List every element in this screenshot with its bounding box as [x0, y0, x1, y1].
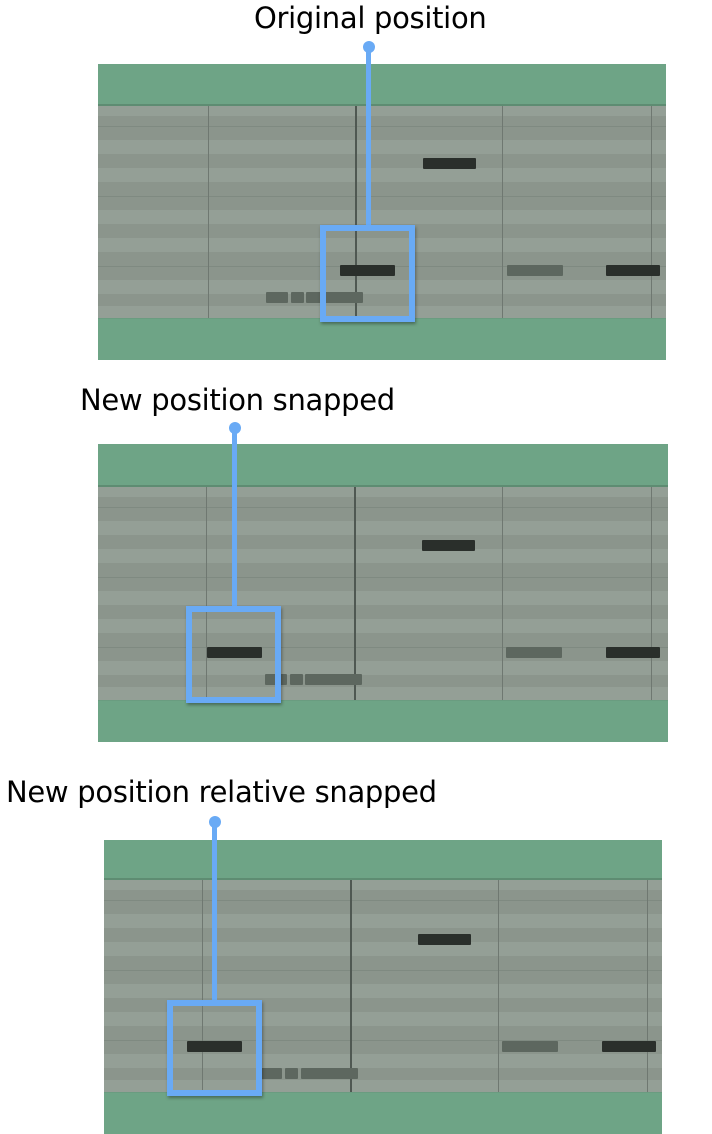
footer-band [98, 318, 666, 360]
footer-band [104, 1092, 662, 1134]
note[interactable] [301, 1068, 358, 1079]
selected-note[interactable] [207, 647, 262, 658]
note[interactable] [291, 292, 304, 303]
caption-original-position: Original position [254, 1, 487, 35]
caption-new-position-snapped: New position snapped [80, 383, 395, 417]
callout-highlight-box [320, 225, 415, 322]
callout-line [212, 822, 217, 1002]
note[interactable] [266, 292, 288, 303]
callout-line [366, 47, 371, 227]
caption-new-position-relative-snapped: New position relative snapped [6, 775, 437, 809]
note[interactable] [602, 1041, 656, 1052]
timeline-header [98, 64, 666, 106]
note[interactable] [306, 292, 363, 303]
note[interactable] [260, 1068, 282, 1079]
footer-band [98, 700, 668, 742]
selected-note[interactable] [340, 265, 395, 276]
piano-roll-relative-snapped [104, 840, 662, 1134]
note[interactable] [502, 1041, 558, 1052]
timeline-header [104, 840, 662, 880]
note[interactable] [606, 647, 660, 658]
note-lanes [98, 487, 668, 700]
callout-highlight-box [167, 1000, 262, 1096]
note[interactable] [606, 265, 660, 276]
note[interactable] [422, 540, 475, 551]
timeline-header [98, 444, 668, 487]
note-lanes [104, 880, 662, 1092]
note-lanes [98, 106, 666, 318]
callout-highlight-box [186, 606, 281, 703]
note[interactable] [507, 265, 563, 276]
note[interactable] [290, 674, 303, 685]
note[interactable] [305, 674, 362, 685]
piano-roll-snapped [98, 444, 668, 742]
piano-roll-original [98, 64, 666, 360]
selected-note[interactable] [187, 1041, 242, 1052]
note[interactable] [418, 934, 471, 945]
note[interactable] [423, 158, 476, 169]
callout-line [232, 428, 237, 608]
note[interactable] [285, 1068, 298, 1079]
note[interactable] [506, 647, 562, 658]
